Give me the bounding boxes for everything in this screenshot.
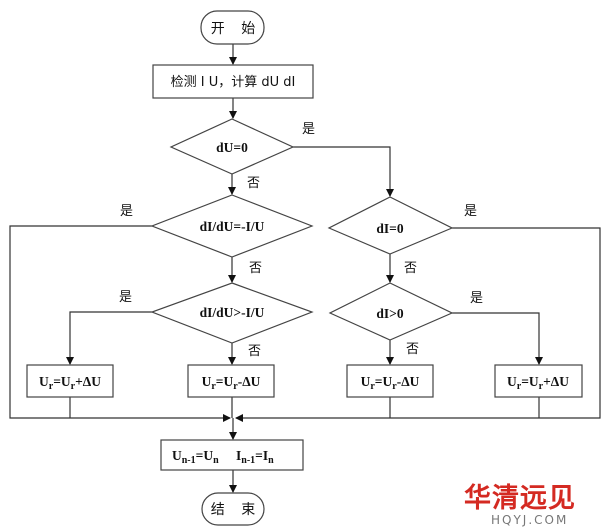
label-yes-di-positive: 是	[470, 291, 483, 306]
var-i-cur: I	[263, 448, 268, 463]
connector-pos-yes	[452, 312, 543, 365]
var-u: U	[223, 374, 233, 389]
sub-n-minus-1: n-1	[182, 455, 196, 466]
var-u-cur: U	[203, 448, 213, 463]
var-u: U	[382, 374, 392, 389]
branch-labels: 是 否 是 否 是 否 是 否 是 否	[119, 122, 483, 359]
watermark-brand-en: HQYJ.COM	[491, 513, 568, 527]
start-terminal: 开 始	[200, 10, 265, 45]
sub-r: r	[517, 381, 522, 392]
action-increase-right: Ur=Ur+ΔU	[494, 364, 583, 398]
label-no-di-du-greater: 否	[248, 344, 261, 359]
end-terminal: 结 束	[201, 492, 265, 526]
action-decrease-right: Ur=Ur-ΔU	[346, 364, 434, 398]
decision-di-zero-label: dI=0	[376, 221, 403, 236]
equals: =	[255, 448, 263, 463]
sub-r: r	[370, 381, 375, 392]
delta-u: ΔU	[551, 374, 569, 389]
decision-du-zero: dU=0	[169, 118, 295, 175]
sub-n: n	[268, 455, 274, 466]
svg-text:Un-1=Un: Un-1=Un	[172, 448, 219, 466]
var-u: U	[529, 374, 539, 389]
measure-process-box: 检测 I U，计算 dU dI	[152, 64, 314, 99]
measure-label: 检测 I U，计算 dU dI	[171, 75, 296, 90]
decision-di-du-equal-label: dI/dU=-I/U	[200, 219, 265, 234]
var-u-prev: U	[172, 448, 182, 463]
label-yes-di-du-greater: 是	[119, 290, 132, 305]
watermark-logo: 华清远见 HQYJ.COM	[464, 482, 576, 527]
decision-di-du-greater-label: dI/dU>-I/U	[200, 305, 265, 320]
var-i-prev: I	[236, 448, 241, 463]
decision-di-zero: dI=0	[327, 196, 454, 255]
svg-text:In-1=In: In-1=In	[236, 448, 274, 466]
equals: =	[196, 448, 204, 463]
connector-eq-yes	[9, 225, 231, 422]
connectors	[9, 44, 601, 493]
var-u: U	[361, 374, 371, 389]
sub-r: r	[539, 381, 544, 392]
equals: =	[375, 374, 383, 389]
delta-u: ΔU	[83, 374, 101, 389]
label-no-di-zero: 否	[404, 261, 417, 276]
var-u: U	[61, 374, 71, 389]
var-u: U	[507, 374, 517, 389]
connector-du-yes	[293, 146, 394, 197]
sub-r: r	[392, 381, 397, 392]
svg-text:Ur=Ur-ΔU: Ur=Ur-ΔU	[202, 374, 261, 392]
minus: -	[238, 374, 243, 389]
sub-r: r	[233, 381, 238, 392]
plus: +	[543, 374, 551, 389]
decision-di-du-greater: dI/dU>-I/U	[150, 282, 314, 344]
delta-u: ΔU	[242, 374, 260, 389]
label-yes-du-zero: 是	[302, 122, 315, 137]
start-label: 开 始	[211, 21, 261, 37]
equals: =	[521, 374, 529, 389]
decision-di-positive: dI>0	[328, 282, 454, 341]
label-no-du-zero: 否	[247, 176, 260, 191]
sub-r: r	[49, 381, 54, 392]
decision-di-du-equal: dI/dU=-I/U	[150, 194, 314, 258]
label-no-di-positive: 否	[406, 342, 419, 357]
sub-n-minus-1: n-1	[241, 455, 255, 466]
decision-du-zero-label: dU=0	[216, 140, 248, 155]
connector-gt-yes	[66, 311, 152, 365]
label-yes-di-du-equal: 是	[120, 204, 133, 219]
label-no-di-du-equal: 否	[249, 261, 262, 276]
sub-r: r	[71, 381, 76, 392]
var-u: U	[202, 374, 212, 389]
var-u: U	[39, 374, 49, 389]
action-decrease-left: Ur=Ur-ΔU	[187, 364, 275, 398]
svg-text:Ur=Ur+ΔU: Ur=Ur+ΔU	[507, 374, 569, 392]
connector-dizero-yes	[235, 227, 601, 422]
equals: =	[53, 374, 61, 389]
minus: -	[397, 374, 402, 389]
delta-u: ΔU	[401, 374, 419, 389]
update-process-box: Un-1=Un In-1=In	[160, 439, 304, 471]
plus: +	[75, 374, 83, 389]
label-yes-di-zero: 是	[464, 204, 477, 219]
end-label: 结 束	[211, 502, 261, 518]
watermark-brand-cn: 华清远见	[464, 482, 576, 514]
decision-di-positive-label: dI>0	[376, 306, 403, 321]
sub-n: n	[213, 455, 219, 466]
equals: =	[216, 374, 224, 389]
action-increase-left: Ur=Ur+ΔU	[26, 364, 114, 398]
sub-r: r	[211, 381, 216, 392]
svg-text:Ur=Ur+ΔU: Ur=Ur+ΔU	[39, 374, 101, 392]
svg-text:Ur=Ur-ΔU: Ur=Ur-ΔU	[361, 374, 420, 392]
